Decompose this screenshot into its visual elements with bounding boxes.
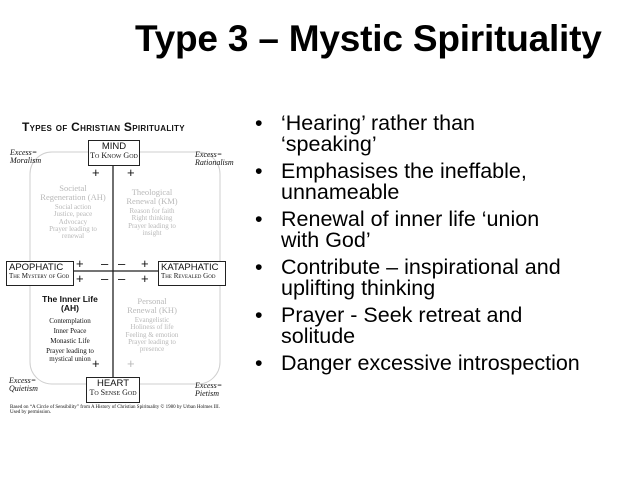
spirituality-diagram: Types of Christian Spirituality MIND To … xyxy=(0,112,250,437)
excess-value: Pietism xyxy=(195,389,219,399)
quadrant-title: (AH) xyxy=(61,302,79,313)
excess-label: Excess= xyxy=(195,381,223,390)
excess-value: Rationalism xyxy=(195,158,234,168)
quadrant-line: Advocacy xyxy=(58,217,88,226)
quadrant-line: Monastic Life xyxy=(50,337,90,346)
quadrant-line: Feeling & emotion xyxy=(125,330,179,339)
plus-sign: + xyxy=(127,356,135,371)
quadrant-title: Societal xyxy=(59,183,87,193)
quadrant-line: insight xyxy=(142,228,162,237)
excess-moralism: Excess= Moralism xyxy=(10,148,42,166)
bullet-item: Contribute – inspirational anduplifting … xyxy=(249,255,634,300)
quadrant-title: Renewal (KM) xyxy=(126,195,178,206)
bullet-line: uplifting thinking xyxy=(281,276,436,300)
quadrant-title: The Inner Life xyxy=(42,294,98,304)
bullet-line: Emphasises the ineffable, xyxy=(281,159,527,183)
excess-quietism: Excess= Quietism xyxy=(9,376,38,394)
quadrant-societal: Societal Regeneration (AH) Social action… xyxy=(36,184,110,241)
minus-sign: – xyxy=(118,256,126,271)
quadrant-inner-life: The Inner Life (AH) Contemplation Inner … xyxy=(30,295,110,364)
quadrant-line: mystical union xyxy=(49,355,91,364)
plus-sign: + xyxy=(92,165,100,180)
plus-sign: + xyxy=(141,271,149,286)
quadrant-theological: Theological Renewal (KM) Reason for fait… xyxy=(118,188,186,237)
footnote: Based on “A Circle of Sensibility” from … xyxy=(10,405,250,416)
mind-label: MIND xyxy=(101,141,127,152)
quadrant-line: Right thinking xyxy=(131,214,173,223)
mind-box: MIND To Know God xyxy=(88,140,140,166)
apophatic-sub: The Mystery of God xyxy=(9,271,70,280)
bullet-line: solitude xyxy=(281,324,356,348)
footnote-line: Based on “A Circle of Sensibility” from … xyxy=(10,405,220,410)
quadrant-line: Prayer leading to xyxy=(49,224,97,233)
slide-title: Type 3 – Mystic Spirituality xyxy=(135,18,602,59)
bullet-item: ‘Hearing’ rather than‘speaking’ xyxy=(249,111,634,156)
quadrant-line: Justice, peace xyxy=(53,210,93,219)
minus-sign: – xyxy=(101,271,109,286)
kataphatic-label: KATAPHATIC xyxy=(161,262,219,273)
bullet-line: with God’ xyxy=(281,228,371,252)
bullet-line: Prayer - Seek retreat and xyxy=(281,303,523,327)
mind-sub: To Know God xyxy=(90,150,138,160)
quadrant-line: renewal xyxy=(61,232,85,241)
bullet-line: unnameable xyxy=(281,180,400,204)
quadrant-line: Inner Peace xyxy=(53,326,87,335)
quadrant-line: Evangelistic xyxy=(134,315,170,324)
quadrant-title: Renewal (KH) xyxy=(127,304,177,315)
excess-pietism: Excess= Pietism xyxy=(195,381,223,399)
heart-label: HEART xyxy=(96,378,130,389)
quadrant-line: Reason for faith xyxy=(129,206,175,215)
quadrant-line: Prayer leading to xyxy=(128,337,176,346)
excess-label: Excess= xyxy=(10,148,38,157)
kataphatic-box: KATAPHATIC The Revealed God xyxy=(158,261,226,286)
quadrant-line: Prayer leading to xyxy=(128,221,176,230)
diagram-heading: Types of Christian Spirituality xyxy=(22,120,185,134)
excess-label: Excess= xyxy=(9,376,37,385)
minus-sign: – xyxy=(101,256,109,271)
bullet-item: Danger excessive introspection xyxy=(249,351,634,375)
quadrant-title: Personal xyxy=(137,296,167,306)
excess-value: Moralism xyxy=(10,156,42,166)
kataphatic-sub: The Revealed God xyxy=(161,271,216,280)
excess-rationalism: Excess= Rationalism xyxy=(195,150,234,168)
apophatic-box: APOPHATIC The Mystery of God xyxy=(6,261,74,286)
plus-sign: + xyxy=(76,271,84,286)
apophatic-label: APOPHATIC xyxy=(9,262,64,273)
plus-sign: + xyxy=(92,356,100,371)
footnote-line: Used by permission. xyxy=(10,410,51,416)
bullet-line: Danger excessive introspection xyxy=(281,351,580,375)
quadrant-line: Holiness of life xyxy=(130,323,174,332)
excess-label: Excess= xyxy=(195,150,223,159)
excess-value: Quietism xyxy=(9,384,38,394)
bullet-list: ‘Hearing’ rather than‘speaking’ Emphasis… xyxy=(249,111,634,380)
heart-box: HEART To Sense God xyxy=(86,377,140,403)
plus-sign: + xyxy=(127,165,135,180)
quadrant-title: Regeneration (AH) xyxy=(40,191,106,202)
quadrant-line: Social action xyxy=(54,202,92,211)
bullet-line: Contribute – inspirational and xyxy=(281,255,561,279)
bullet-line: Renewal of inner life ‘union xyxy=(281,207,540,231)
quadrant-line: presence xyxy=(139,345,165,354)
quadrant-line: Contemplation xyxy=(49,316,91,325)
bullet-line: ‘Hearing’ rather than xyxy=(281,111,476,135)
bullet-item: Emphasises the ineffable,unnameable xyxy=(249,159,634,204)
heart-sub: To Sense God xyxy=(89,387,137,397)
minus-sign: – xyxy=(118,271,126,286)
quadrant-title: Theological xyxy=(131,187,173,197)
quadrant-personal: Personal Renewal (KH) Evangelistic Holin… xyxy=(118,297,186,354)
bullet-line: ‘speaking’ xyxy=(281,132,377,156)
plus-sign: + xyxy=(141,256,149,271)
quadrant-line: Prayer leading to xyxy=(46,347,94,356)
plus-sign: + xyxy=(76,256,84,271)
